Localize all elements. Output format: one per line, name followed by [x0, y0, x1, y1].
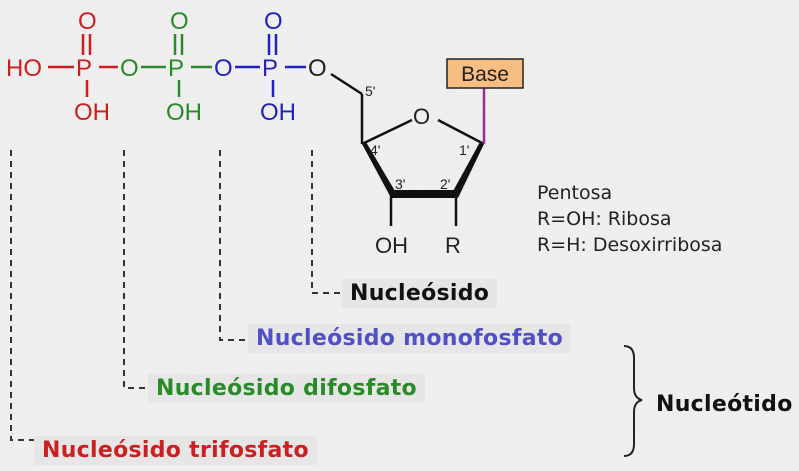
bracket-nucleosido: [311, 150, 340, 294]
phosphorus-2: P: [168, 55, 184, 82]
oh-bottom-3: OH: [260, 99, 296, 126]
bridge-oxygen-2: O: [214, 55, 233, 82]
bracket-difosfato: [123, 150, 152, 389]
label-trifosfato: Nucleósido trifosfato: [34, 436, 317, 465]
oh-bottom-2: OH: [166, 99, 202, 126]
oh-bottom-1: OH: [74, 99, 110, 126]
label-monofosfato: Nucleósido monofosfato: [248, 324, 572, 353]
bracket-trifosfato: [10, 150, 38, 441]
dashed-brackets: [10, 150, 340, 441]
oxygen-top-3: O: [264, 8, 283, 35]
label-nucleotido: Nucleótido: [656, 392, 793, 417]
base-label: Base: [461, 63, 509, 86]
sugar-ring: [330, 72, 486, 226]
pentosa-legend: Pentosa R=OH: Ribosa R=H: Desoxirribosa: [537, 180, 722, 258]
carbon-2-label: 2': [440, 176, 450, 192]
bracket-monofosfato: [219, 150, 252, 341]
r-group-label: R: [445, 233, 461, 258]
oxygen-top-2: O: [170, 8, 189, 35]
nucleotido-brace: [623, 345, 643, 457]
phosphate-gamma-group: P O OH: [235, 8, 306, 126]
bridge-oxygen-1: O: [120, 55, 139, 82]
desoxirribosa-definition: R=H: Desoxirribosa: [537, 234, 723, 256]
phosphate-beta-group: P O OH: [141, 8, 212, 126]
label-nucleosido: Nucleósido: [342, 279, 498, 308]
carbon-5-label: 5': [365, 83, 375, 99]
hydroxyl-3-label: OH: [375, 233, 408, 258]
phosphorus-3: P: [262, 55, 278, 82]
ribosa-definition: R=OH: Ribosa: [537, 208, 672, 230]
ester-oxygen: O: [308, 55, 327, 82]
carbon-1-label: 1': [459, 142, 469, 158]
ring-oxygen: O: [413, 104, 430, 129]
phosphate-alpha-group: HO P O OH: [6, 8, 118, 126]
phosphorus-1: P: [76, 55, 92, 82]
label-difosfato: Nucleósido difosfato: [148, 374, 425, 403]
carbon-4-label: 4': [370, 142, 380, 158]
base-box: [446, 58, 524, 89]
pentosa-title: Pentosa: [537, 182, 613, 204]
oxygen-top-1: O: [78, 8, 97, 35]
ho-label: HO: [6, 55, 42, 82]
carbon-3-label: 3': [395, 176, 405, 192]
